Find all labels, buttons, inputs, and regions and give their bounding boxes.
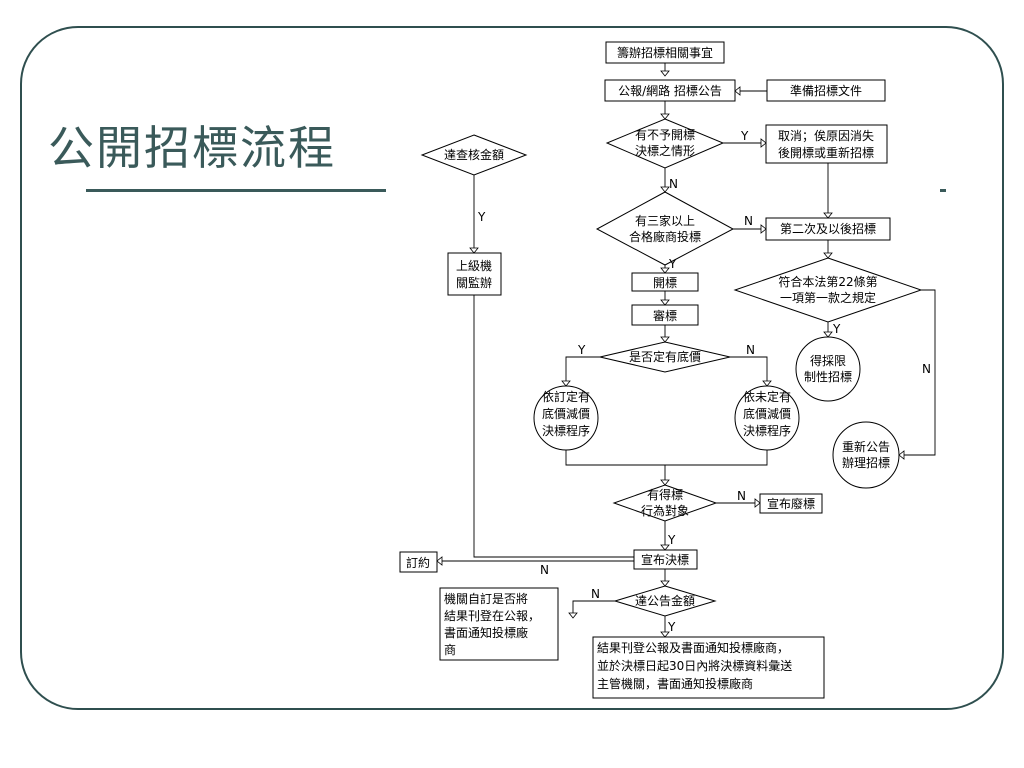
node-re-announce: 重新公告 辦理招標 xyxy=(832,421,900,489)
node-no-open-decision-line2: 決標之情形 xyxy=(635,144,695,158)
node-no-open-decision-line1: 有不予開標 xyxy=(635,128,695,142)
title-underline-tail xyxy=(940,189,946,192)
node-declare-fail-label: 宣布廢標 xyxy=(767,496,815,511)
node-with-base-price-line3: 決標程序 xyxy=(542,423,590,438)
node-three-bidders-line1: 有三家以上 xyxy=(635,213,695,228)
node-prep-matters: 籌辦招標相關事宜 xyxy=(605,41,725,64)
node-open-bid: 開標 xyxy=(631,272,699,292)
slide-title: 公開招標流程 xyxy=(48,121,336,175)
node-declare-fail: 宣布廢標 xyxy=(759,493,823,514)
node-review-label: 審標 xyxy=(653,308,677,323)
node-self-decide-line4: 商 xyxy=(444,642,456,657)
edge-label-base-no: N xyxy=(746,343,755,357)
node-re-announce-line2: 辦理招標 xyxy=(842,456,890,470)
edge-label-three-no: N xyxy=(744,214,753,228)
node-check-amount: 達查核金額 xyxy=(420,134,528,176)
edge-label-check-yes: Y xyxy=(477,210,486,224)
node-award-target-line1: 有得標 xyxy=(647,487,683,502)
edge-label-award-no: N xyxy=(737,489,746,503)
node-with-base-price-line2: 底價減價 xyxy=(542,406,590,421)
node-has-base-price: 是否定有底價 xyxy=(599,341,731,373)
node-contract: 訂約 xyxy=(399,551,438,573)
node-second-tender: 第二次及以後招標 xyxy=(765,217,891,241)
node-declare-award: 宣布決標 xyxy=(633,549,698,570)
edge-label-law-no: N xyxy=(922,362,931,376)
edge-labels: Y N N Y Y N Y N N Y Y N N Y xyxy=(477,129,931,634)
node-supervise-line2: 關監辦 xyxy=(456,275,492,290)
node-with-base-price: 依訂定有 底價減價 決標程序 xyxy=(533,385,599,451)
node-meets-law-line2: 一項第一款之規定 xyxy=(780,290,876,305)
node-without-base-price-line3: 決標程序 xyxy=(743,423,791,438)
node-self-decide-line3: 書面通知投標廠 xyxy=(444,625,528,640)
node-cancel: 取消；俟原因消失 後開標或重新招標 xyxy=(765,124,888,164)
edge-label-award-yes: Y xyxy=(667,533,676,547)
edge-label-open-no: N xyxy=(669,177,678,191)
node-award-target: 有得標 行為對象 xyxy=(612,484,718,522)
node-prep-matters-label: 籌辦招標相關事宜 xyxy=(617,45,713,60)
arrowheads xyxy=(436,70,905,638)
node-publish-result-line1: 結果刊登公報及書面通知投標廠商， xyxy=(597,640,789,655)
node-publish-result: 結果刊登公報及書面通知投標廠商， 並於決標日起30日內將決標資料彙送 主管機關，… xyxy=(592,636,825,699)
edge-label-cancel-yes: Y xyxy=(740,129,749,143)
node-cancel-line1: 取消；俟原因消失 xyxy=(778,128,874,143)
node-contract-label: 訂約 xyxy=(406,555,430,570)
edge-label-base-yes: Y xyxy=(577,343,586,357)
node-meets-law: 符合本法第22條第 一項第一款之規定 xyxy=(733,257,923,323)
node-three-bidders-line2: 合格廠商投標 xyxy=(629,229,701,244)
edge-label-contract-no: N xyxy=(540,563,549,577)
node-limited-tender: 得採限 制性招標 xyxy=(795,336,861,402)
node-limited-tender-line2: 制性招標 xyxy=(804,370,852,384)
node-prep-docs: 準備招標文件 xyxy=(766,79,886,102)
node-second-tender-label: 第二次及以後招標 xyxy=(780,222,876,236)
node-limited-tender-line1: 得採限 xyxy=(810,353,846,368)
node-check-amount-label: 達查核金額 xyxy=(444,147,504,162)
node-publish-result-line3: 主管機關，書面通知投標廠商 xyxy=(597,676,753,691)
node-cancel-line2: 後開標或重新招標 xyxy=(778,145,874,160)
node-no-open-decision: 有不予開標 決標之情形 xyxy=(605,118,725,169)
node-notice-amount: 達公告金額 xyxy=(613,585,717,617)
title-underline xyxy=(86,189,386,192)
node-notice-amount-label: 達公告金額 xyxy=(635,593,695,608)
slide-frame xyxy=(20,26,1004,710)
node-open-bid-label: 開標 xyxy=(653,276,677,290)
edge-label-notice-no: N xyxy=(591,587,600,601)
node-has-base-price-label: 是否定有底價 xyxy=(629,349,701,364)
edge-label-notice-yes: Y xyxy=(667,620,676,634)
node-self-decide-line2: 結果刊登在公報， xyxy=(444,608,540,623)
node-self-decide-line1: 機關自訂是否將 xyxy=(444,591,528,606)
edge-label-three-yes: Y xyxy=(668,257,677,271)
node-meets-law-line1: 符合本法第22條第 xyxy=(778,274,877,289)
node-announce-label: 公報/網路 招標公告 xyxy=(618,83,722,98)
node-without-base-price-line1: 依未定有 xyxy=(743,389,791,404)
edge-label-law-yes: Y xyxy=(832,322,841,336)
node-supervise: 上級機 關監辦 xyxy=(447,252,502,296)
node-three-bidders: 有三家以上 合格廠商投標 xyxy=(595,191,735,266)
node-prep-docs-label: 準備招標文件 xyxy=(790,83,862,98)
node-publish-result-line2: 並於決標日起30日內將決標資料彙送 xyxy=(597,658,792,673)
node-supervise-line1: 上級機 xyxy=(456,258,492,273)
node-award-target-line2: 行為對象 xyxy=(641,504,689,518)
node-announce: 公報/網路 招標公告 xyxy=(604,79,736,102)
node-without-base-price-line2: 底價減價 xyxy=(743,406,791,421)
node-self-decide: 機關自訂是否將 結果刊登在公報， 書面通知投標廠 商 xyxy=(439,587,559,661)
node-review: 審標 xyxy=(631,304,699,326)
node-with-base-price-line1: 依訂定有 xyxy=(542,389,590,404)
node-re-announce-line1: 重新公告 xyxy=(842,439,890,454)
node-declare-award-label: 宣布決標 xyxy=(641,552,689,567)
node-without-base-price: 依未定有 底價減價 決標程序 xyxy=(734,385,800,451)
